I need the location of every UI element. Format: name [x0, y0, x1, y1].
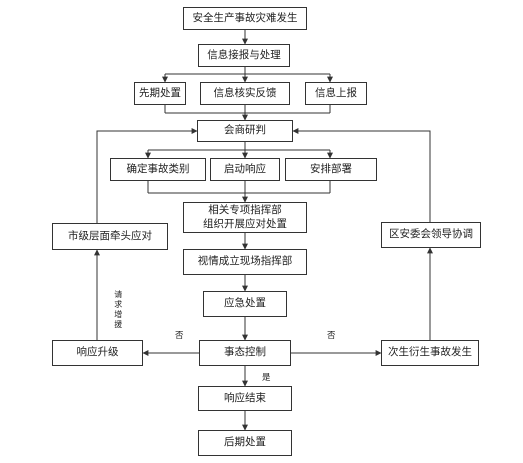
node-site-command: 视情成立现场指挥部: [183, 249, 307, 275]
node-arrange-deploy: 安排部署: [285, 158, 377, 181]
node-incident: 安全生产事故灾难发生: [183, 7, 307, 30]
label-no-left: 否: [175, 331, 184, 341]
label-yes: 是: [262, 373, 271, 383]
node-emergency-handle: 应急处置: [203, 291, 287, 317]
node-early-response: 先期处置: [134, 82, 186, 105]
label-no-right: 否: [327, 331, 336, 341]
node-situation-control: 事态控制: [199, 340, 291, 366]
node-determine-type: 确定事故类别: [110, 158, 206, 181]
node-secondary-incident: 次生衍生事故发生: [381, 340, 479, 366]
node-response-end: 响应结束: [198, 386, 292, 411]
node-info-receive: 信息接报与处理: [198, 44, 290, 67]
label-request-support: 请求增援: [113, 290, 123, 330]
node-consult: 会商研判: [197, 120, 293, 142]
node-aftermath: 后期处置: [198, 430, 292, 456]
node-city-lead: 市级层面牵头应对: [52, 223, 168, 250]
node-response-upgrade: 响应升级: [52, 340, 143, 366]
node-district-coord: 区安委会领导协调: [381, 222, 481, 248]
node-info-verify: 信息核实反馈: [200, 82, 290, 105]
node-info-report: 信息上报: [305, 82, 367, 105]
node-activate-response: 启动响应: [210, 158, 280, 181]
node-command-org: 相关专项指挥部 组织开展应对处置: [183, 202, 307, 233]
